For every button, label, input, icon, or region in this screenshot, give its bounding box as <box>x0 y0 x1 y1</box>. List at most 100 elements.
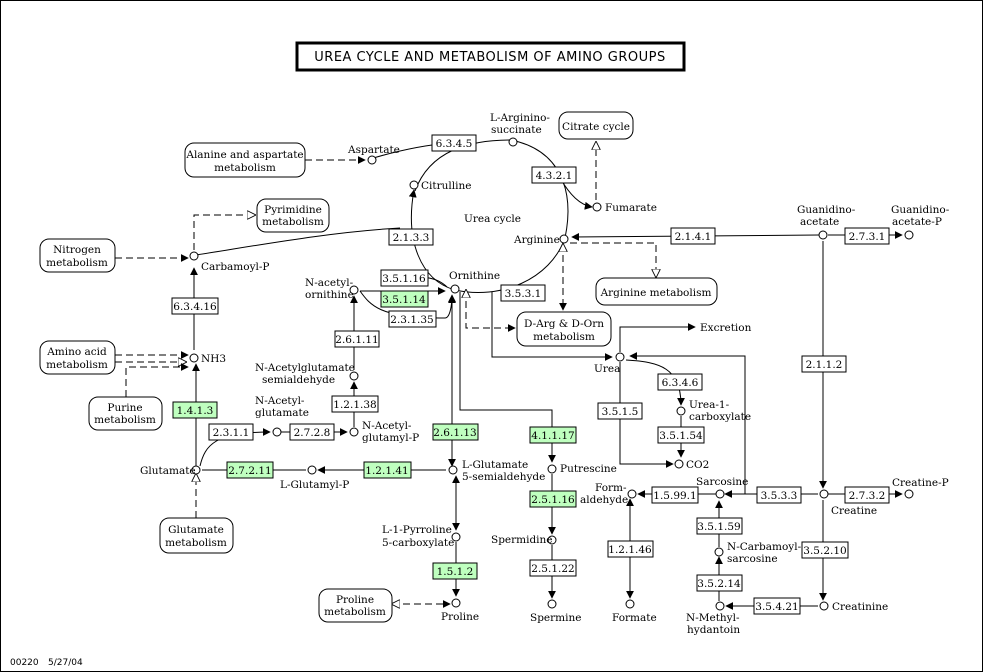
compound-aspartate[interactable] <box>367 155 377 165</box>
compound-carbamoyl-p[interactable] <box>189 251 199 261</box>
compound-ornithine[interactable] <box>450 284 460 294</box>
enzyme-3-5-1-59[interactable]: 3.5.1.59 <box>696 517 743 535</box>
map-citrate-cycle[interactable] <box>558 111 634 140</box>
enzyme-3-5-1-54[interactable]: 3.5.1.54 <box>657 426 705 444</box>
enzyme-2-5-1-22[interactable]: 2.5.1.22 <box>529 559 577 577</box>
enzyme-3-5-1-5[interactable]: 3.5.1.5 <box>597 402 643 420</box>
compound-n-acetylglutamate[interactable] <box>272 427 282 437</box>
enzyme-label: 1.5.99.1 <box>653 490 696 502</box>
enzyme-label: 2.1.4.1 <box>675 231 712 243</box>
map-pyrimidine-label-1: Pyrimidine <box>264 204 322 216</box>
map-nitrogen[interactable] <box>39 238 116 273</box>
compound-argininosuccinate[interactable] <box>508 137 518 147</box>
ornithine-to-darg <box>466 290 515 328</box>
label-l-glutamyl-p: L-Glutamyl-P <box>280 479 349 491</box>
enzyme-2-6-1-11[interactable]: 2.6.1.11 <box>334 330 380 348</box>
compound-nh3[interactable] <box>189 353 199 363</box>
compound-l-glutamate-semialdehyde[interactable] <box>448 465 458 475</box>
map-alanine-aspartate[interactable] <box>184 142 306 178</box>
map-purine-label-2: metabolism <box>94 414 156 426</box>
enzyme-6-3-4-6[interactable]: 6.3.4.6 <box>657 373 703 391</box>
enzyme-3-5-2-14[interactable]: 3.5.2.14 <box>696 574 743 592</box>
enzyme-2-7-3-2[interactable]: 2.7.3.2 <box>844 486 890 504</box>
compound-glutamate[interactable] <box>191 465 201 475</box>
compound-spermine[interactable] <box>547 599 557 609</box>
compound-creatinine[interactable] <box>819 601 829 611</box>
compound-spermidine[interactable] <box>547 535 557 545</box>
label-urea1c-2: carboxylate <box>689 411 751 423</box>
compound-co2[interactable] <box>674 459 684 469</box>
compound-l-glutamyl-p[interactable] <box>307 465 317 475</box>
map-arginine[interactable] <box>595 277 718 306</box>
label-arginine: Arginine <box>513 234 560 246</box>
enzyme-3-5-3-1[interactable]: 3.5.3.1 <box>500 284 546 302</box>
enzyme-2-6-1-13[interactable]: 2.6.1.13 <box>432 423 479 441</box>
compound-arginine[interactable] <box>559 234 569 244</box>
map-pyrimidine-label-2: metabolism <box>262 216 324 228</box>
compound-putrescine[interactable] <box>547 464 557 474</box>
enzyme-2-1-1-2[interactable]: 2.1.1.2 <box>801 355 847 373</box>
map-alanine-label-2: metabolism <box>214 162 276 174</box>
compound-pyrroline-carboxylate[interactable] <box>451 532 461 542</box>
enzyme-1-2-1-46[interactable]: 1.2.1.46 <box>607 540 654 558</box>
compound-urea-1-carboxylate[interactable] <box>676 406 686 416</box>
enzyme-3-5-4-21[interactable]: 3.5.4.21 <box>753 597 801 615</box>
enzyme-1-5-1-2[interactable]: 1.5.1.2 <box>432 562 478 580</box>
compound-proline[interactable] <box>451 598 461 608</box>
enzyme-3-5-1-16[interactable]: 3.5.1.16 <box>380 269 429 287</box>
compound-formaldehyde[interactable] <box>627 489 637 499</box>
enzyme-1-5-99-1[interactable]: 1.5.99.1 <box>651 486 699 504</box>
compound-n-acetylglutamate-semialdehyde[interactable] <box>349 371 359 381</box>
label-nagp-2: glutamyl-P <box>362 432 419 444</box>
label-guanidinoacetate-p-1: Guanidino- <box>891 204 950 216</box>
enzyme-2-7-2-8[interactable]: 2.7.2.8 <box>289 423 335 441</box>
enzyme-4-3-2-1[interactable]: 4.3.2.1 <box>531 166 577 184</box>
enzyme-3-5-2-10[interactable]: 3.5.2.10 <box>801 541 849 559</box>
enzyme-2-3-1-35[interactable]: 2.3.1.35 <box>388 310 437 328</box>
enzyme-2-1-4-1[interactable]: 2.1.4.1 <box>670 227 716 245</box>
map-proline[interactable] <box>318 588 393 623</box>
compound-sarcosine[interactable] <box>715 489 725 499</box>
compound-guanidinoacetate-p[interactable] <box>904 230 914 240</box>
compound-n-carbamoylsarcosine[interactable] <box>714 547 724 557</box>
enzyme-1-2-1-41[interactable]: 1.2.1.41 <box>363 461 412 479</box>
enzyme-3-5-1-14[interactable]: 3.5.1.14 <box>380 290 429 308</box>
compound-citrulline[interactable] <box>409 180 419 190</box>
compound-n-acetylornithine[interactable] <box>349 285 359 295</box>
map-darg-dorn[interactable] <box>516 311 612 347</box>
map-nitrogen-label-1: Nitrogen <box>53 244 101 256</box>
enzyme-6-3-4-5[interactable]: 6.3.4.5 <box>431 134 477 152</box>
compound-guanidinoacetate[interactable] <box>818 230 828 240</box>
enzyme-2-5-1-16[interactable]: 2.5.1.16 <box>529 490 577 508</box>
enzyme-2-3-1-1[interactable]: 2.3.1.1 <box>208 423 254 441</box>
map-purine[interactable] <box>88 396 163 431</box>
map-nitrogen-label-2: metabolism <box>46 257 108 269</box>
enzyme-2-1-3-3[interactable]: 2.1.3.3 <box>388 228 434 246</box>
enzyme-label: 2.3.1.35 <box>390 314 433 326</box>
compound-fumarate[interactable] <box>592 202 602 212</box>
enzyme-2-7-2-11[interactable]: 2.7.2.11 <box>226 461 274 479</box>
map-glutamate[interactable] <box>159 517 234 554</box>
enzyme-2-7-3-1[interactable]: 2.7.3.1 <box>844 227 890 245</box>
compound-n-acetylglutamyl-p[interactable] <box>349 427 359 437</box>
label-creatine: Creatine <box>831 505 877 517</box>
enzyme-label: 2.5.1.16 <box>531 494 575 506</box>
compound-formate[interactable] <box>625 599 635 609</box>
enzyme-4-1-1-17[interactable]: 4.1.1.17 <box>529 426 577 444</box>
map-pyrimidine[interactable] <box>256 198 330 233</box>
enzyme-3-5-3-3[interactable]: 3.5.3.3 <box>756 486 802 504</box>
compound-urea[interactable] <box>615 352 625 362</box>
enzyme-label: 2.7.3.2 <box>849 490 886 502</box>
label-nag-2: glutamate <box>255 407 309 419</box>
compound-n-methylhydantoin[interactable] <box>715 601 725 611</box>
compound-creatine-p[interactable] <box>904 489 914 499</box>
compound-creatine[interactable] <box>819 489 829 499</box>
map-purine-label-1: Purine <box>107 402 142 414</box>
enzyme-1-2-1-38[interactable]: 1.2.1.38 <box>331 395 379 413</box>
enzyme-6-3-4-16[interactable]: 6.3.4.16 <box>171 297 219 315</box>
glutamate-to-nag <box>199 428 271 467</box>
map-amino-acid[interactable] <box>39 340 116 375</box>
enzyme-label: 2.1.3.3 <box>393 232 430 244</box>
map-amino-label-1: Amino acid <box>46 346 107 358</box>
enzyme-1-4-1-3[interactable]: 1.4.1.3 <box>172 401 218 419</box>
